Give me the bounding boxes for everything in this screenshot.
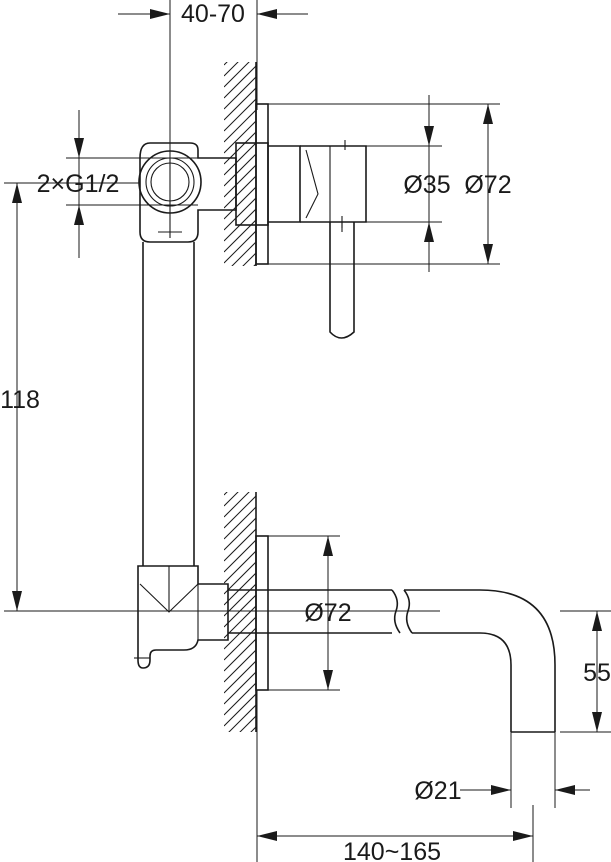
mixer-valve-body <box>138 103 367 566</box>
dimension-width-top: 40-70 <box>118 0 308 160</box>
wall-hatch-top <box>224 62 257 266</box>
width-range-top-label: 40-70 <box>181 0 245 28</box>
outlet-body <box>134 535 556 733</box>
diameter-lever-label: Ø35 <box>403 171 450 199</box>
dimension-spout-diameter: Ø21 <box>414 732 590 808</box>
dimension-connection: 2×G1/2 <box>37 110 198 258</box>
diameter-flange-top-label: Ø72 <box>464 171 511 199</box>
spout-diameter-label: Ø21 <box>414 777 461 805</box>
height-between-label: 118 <box>0 386 40 414</box>
dimension-bottom-flange: Ø72 <box>20 535 440 691</box>
connection-label: 2×G1/2 <box>37 170 120 198</box>
diameter-flange-bottom-label: Ø72 <box>304 599 351 627</box>
spout-length-range-label: 140~165 <box>343 838 441 862</box>
dimension-spout-length: 140~165 <box>256 690 534 862</box>
dimension-spout-drop: 55 <box>560 610 611 733</box>
dimension-height: 118 <box>0 182 140 612</box>
spout-drop-label: 55 <box>583 659 611 687</box>
dimension-top-diameters: Ø35 Ø72 <box>268 95 512 272</box>
